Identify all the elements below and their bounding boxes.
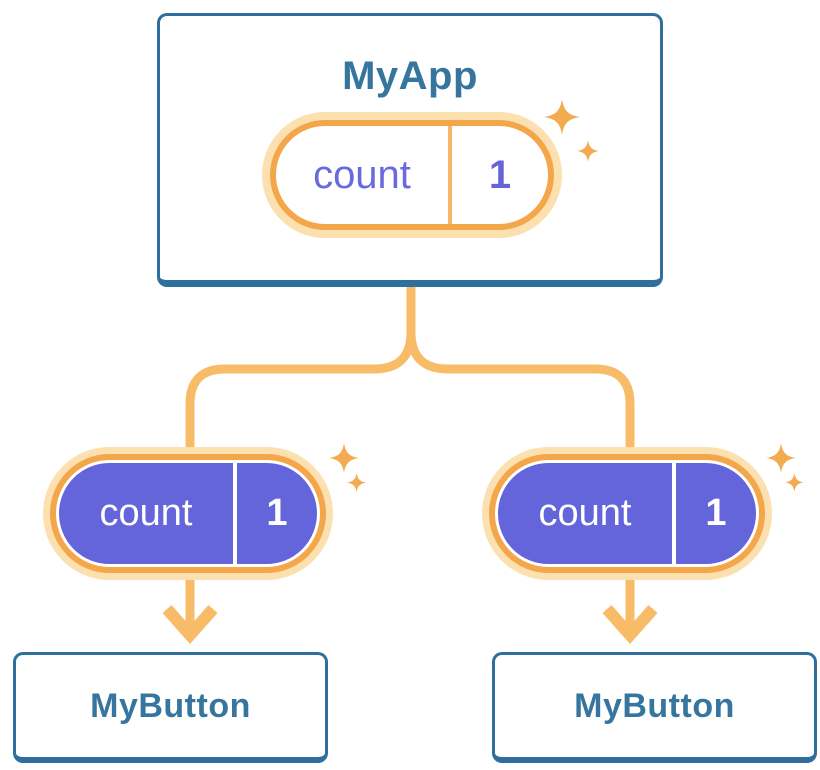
- prop-pill-label: count: [99, 492, 193, 534]
- component-card-myapp: MyApp count 1: [157, 13, 663, 287]
- arrow-down-icon-left: [162, 605, 218, 645]
- connector-branch-right: [406, 284, 635, 630]
- pill-divider: [672, 463, 676, 564]
- sparkle-icon: [329, 443, 367, 493]
- state-pill-label: count: [313, 152, 411, 197]
- connector-branch-left: [185, 284, 416, 630]
- sparkle-icon: [766, 443, 804, 492]
- sparkle-icon: [544, 99, 600, 163]
- component-title-mybutton: MyButton: [574, 686, 735, 725]
- prop-pill-right: count 1: [495, 460, 759, 567]
- arrow-down-icon-right: [602, 605, 658, 645]
- prop-pill-label: count: [538, 492, 632, 534]
- component-card-mybutton-right: MyButton: [492, 652, 817, 763]
- prop-pill-value: 1: [266, 492, 288, 534]
- component-title-myapp: MyApp: [342, 54, 478, 98]
- pill-divider: [448, 126, 452, 224]
- prop-pill-left: count 1: [56, 460, 320, 567]
- state-pill-value: 1: [488, 152, 512, 197]
- pill-divider: [233, 463, 237, 564]
- state-pill-root: count 1: [270, 120, 554, 230]
- component-title-mybutton: MyButton: [90, 686, 251, 725]
- prop-pill-value: 1: [705, 492, 727, 534]
- component-card-mybutton-left: MyButton: [13, 652, 328, 763]
